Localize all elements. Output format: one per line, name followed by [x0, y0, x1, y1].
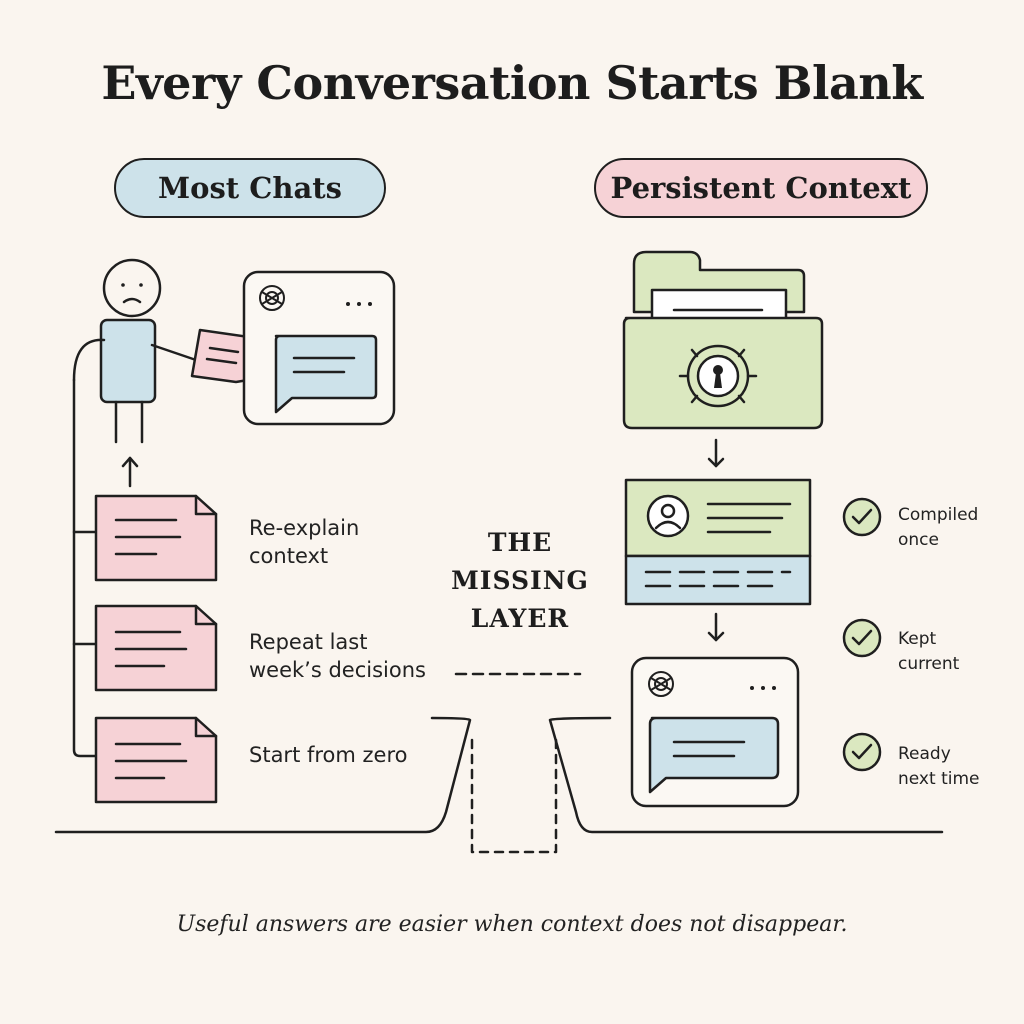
doc-card-icon: [94, 494, 218, 582]
down-arrow-icon: [707, 612, 725, 642]
check-icon: [842, 497, 882, 537]
caption: Useful answers are easier when context d…: [176, 912, 848, 937]
down-arrow-icon: [707, 438, 725, 468]
check-icon: [842, 732, 882, 772]
step-label: Start from zero: [249, 743, 408, 767]
check-label: Ready next time: [898, 744, 980, 789]
most-chats-heading: Most Chats: [114, 158, 386, 218]
missing-layer-label: THE MISSING LAYER: [451, 528, 589, 633]
doc-card-icon: [94, 716, 218, 804]
doc-card-icon: [94, 604, 218, 692]
chat-window-icon: [242, 270, 396, 426]
up-arrow-icon: [121, 456, 139, 488]
ai-logo-icon: [259, 285, 285, 311]
check-label: Compiled once: [898, 505, 979, 550]
profile-card-icon: [624, 478, 812, 606]
step-label: Repeat last week’s decisions: [249, 630, 426, 682]
missing-layer-gap: [54, 672, 944, 854]
check-label: Kept current: [898, 629, 960, 674]
chat-window-icon: [630, 656, 800, 808]
folder-lock-icon: [622, 250, 824, 430]
ai-logo-icon: [648, 671, 674, 697]
check-icon: [842, 618, 882, 658]
step-label: Re-explain context: [249, 516, 360, 568]
persistent-context-label: Persistent Context: [610, 171, 912, 205]
persistent-context-heading: Persistent Context: [594, 158, 928, 218]
sad-person-icon: [72, 258, 198, 444]
page-title: Every Conversation Starts Blank: [101, 56, 923, 110]
most-chats-label: Most Chats: [158, 171, 342, 205]
